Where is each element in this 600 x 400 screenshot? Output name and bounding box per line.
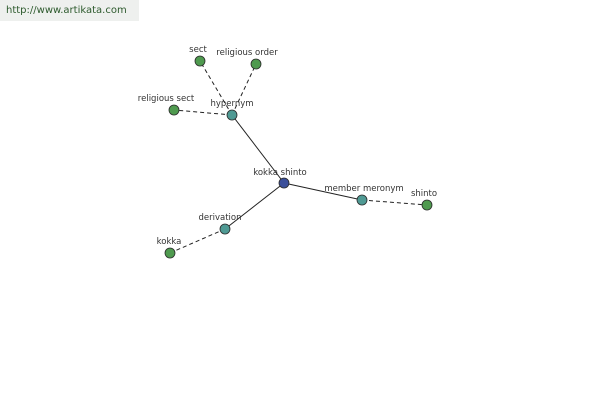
edge-kokka-shinto-to-member-meronym xyxy=(283,182,363,201)
edge-hypernym-to-sect xyxy=(199,60,233,116)
edge-hypernym-to-religious-order xyxy=(231,63,257,116)
edge-hypernym-to-religious-sect xyxy=(173,109,233,116)
node-label-member-meronym[interactable]: member meronym xyxy=(324,184,403,194)
edge-derivation-to-kokka xyxy=(169,228,226,254)
node-label-sect[interactable]: sect xyxy=(189,45,207,55)
node-label-shinto[interactable]: shinto xyxy=(411,189,437,199)
graph-edges xyxy=(169,60,428,254)
graph-labels: kokka shinto hypernym member meronym deriva… xyxy=(138,45,437,247)
node-religious-order[interactable] xyxy=(250,58,262,70)
node-label-kokka[interactable]: kokka xyxy=(157,237,182,247)
node-label-religious-sect[interactable]: religious sect xyxy=(138,94,195,104)
node-label-derivation[interactable]: derivation xyxy=(198,213,241,223)
node-kokka-shinto[interactable] xyxy=(278,177,290,189)
edge-member-meronym-to-shinto xyxy=(361,199,428,206)
node-derivation[interactable] xyxy=(219,223,231,235)
graph-nodes xyxy=(164,55,433,259)
node-kokka[interactable] xyxy=(164,247,176,259)
node-member-meronym[interactable] xyxy=(356,194,368,206)
edge-kokka-shinto-to-hypernym xyxy=(231,114,285,184)
node-hypernym[interactable] xyxy=(226,109,238,121)
node-sect[interactable] xyxy=(194,55,206,67)
node-label-hypernym[interactable]: hypernym xyxy=(210,99,253,109)
url-banner[interactable]: http://www.artikata.com xyxy=(0,0,139,21)
node-shinto[interactable] xyxy=(421,199,433,211)
node-label-kokka-shinto[interactable]: kokka shinto xyxy=(253,168,307,178)
node-religious-sect[interactable] xyxy=(168,104,180,116)
edge-kokka-shinto-to-derivation xyxy=(224,182,285,230)
node-label-religious-order[interactable]: religious order xyxy=(216,48,278,58)
